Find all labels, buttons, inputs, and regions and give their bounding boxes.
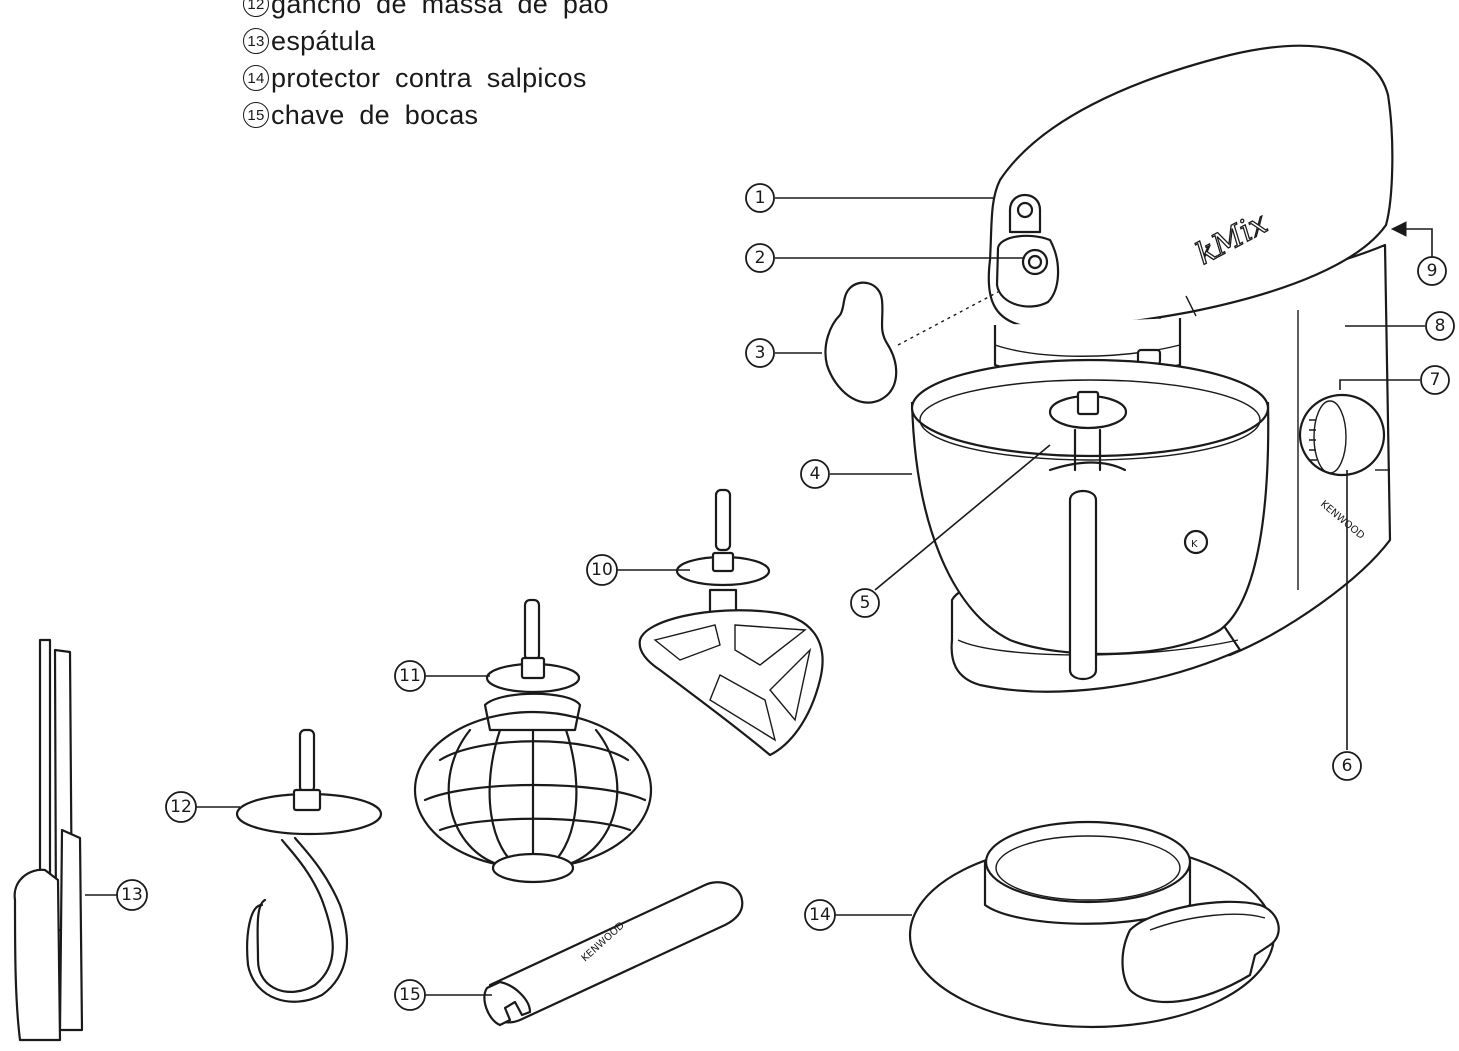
- callout-6: 6: [1333, 752, 1361, 780]
- callout-label: 13: [121, 885, 143, 905]
- callout-2: 2: [746, 244, 774, 272]
- callout-label: 4: [810, 464, 821, 484]
- callout-3: 3: [746, 339, 774, 367]
- k-badge: K: [1191, 539, 1198, 550]
- outlet-cover-illustration: [825, 283, 896, 403]
- callout-label: 6: [1342, 756, 1353, 776]
- callout-13: 13: [117, 880, 147, 910]
- callout-label: 10: [591, 560, 613, 580]
- callout-5: 5: [851, 589, 879, 617]
- k-beater-illustration: [640, 490, 823, 755]
- callout-9: 9: [1418, 257, 1446, 285]
- dough-hook-illustration: [237, 730, 381, 1002]
- callout-label: 9: [1427, 261, 1438, 281]
- callout-11: 11: [395, 661, 425, 691]
- callout-14: 14: [805, 900, 835, 930]
- callout-label: 15: [399, 985, 421, 1005]
- callout-label: 14: [809, 905, 831, 925]
- callout-label: 8: [1435, 316, 1446, 336]
- splash-guard-illustration: [910, 822, 1279, 1027]
- callout-label: 11: [399, 666, 421, 686]
- callout-label: 12: [170, 797, 192, 817]
- callout-1: 1: [746, 184, 774, 212]
- callout-label: 7: [1430, 370, 1441, 390]
- callout-10: 10: [587, 555, 617, 585]
- callout-label: 3: [755, 343, 766, 363]
- spatula-illustration: [15, 640, 82, 1040]
- callout-15: 15: [395, 980, 425, 1010]
- spanner-illustration: KENWOOD: [484, 882, 742, 1025]
- callout-label: 5: [860, 593, 871, 613]
- callout-8: 8: [1426, 312, 1454, 340]
- callout-4: 4: [801, 460, 829, 488]
- callout-label: 2: [755, 248, 766, 268]
- whisk-illustration: [415, 600, 651, 882]
- callout-label: 1: [755, 188, 766, 208]
- callout-7: 7: [1421, 366, 1449, 394]
- stand-mixer-illustration: kMix K KENWOOD: [898, 46, 1392, 692]
- callout-12: 12: [166, 792, 196, 822]
